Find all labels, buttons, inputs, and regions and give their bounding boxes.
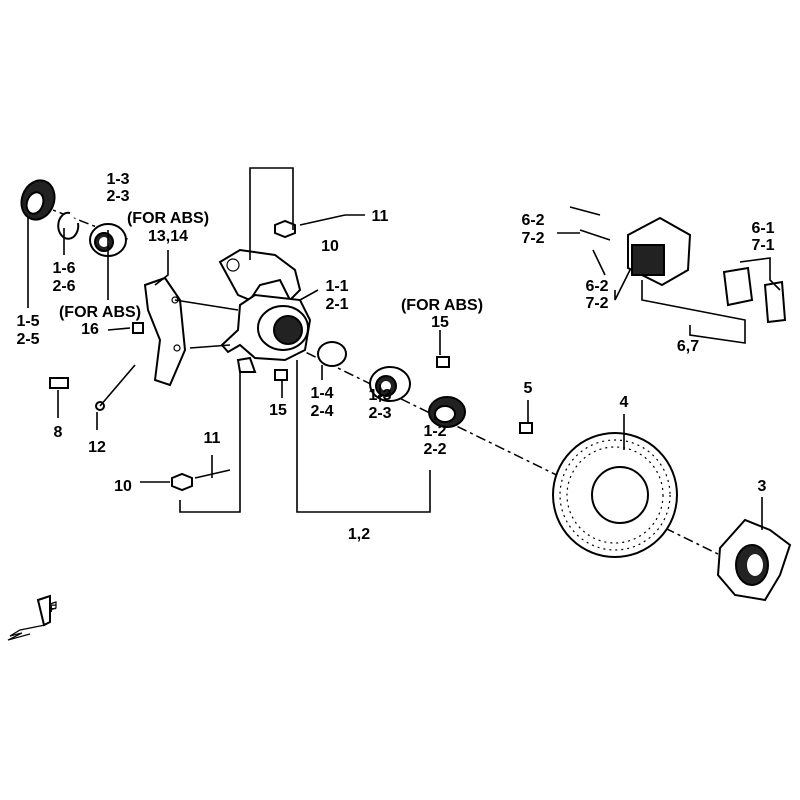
wheel-hub <box>716 518 792 602</box>
front-direction-marker <box>7 594 57 641</box>
label-caliper-pin-a-2: 7-2 <box>521 230 544 247</box>
label-abs-bolt-note: (FOR ABS) <box>59 304 141 321</box>
label-abs-bracket-note: (FOR ABS) <box>127 210 209 227</box>
label-circlip-1: 1-6 <box>52 260 75 277</box>
label-bolt-8: 8 <box>54 424 63 441</box>
label-cotter-bottom: 11 <box>204 430 221 447</box>
oil-seal-left <box>20 179 56 221</box>
knuckle <box>218 248 312 373</box>
label-nut-top: 10 <box>321 238 339 255</box>
label-abs-bracket: 13,14 <box>148 228 188 245</box>
leader-lines <box>27 167 781 530</box>
brake-pads <box>722 266 787 324</box>
label-bearing-left-1: 1-3 <box>106 171 129 188</box>
label-caliper-pin-b-1: 6-2 <box>585 278 608 295</box>
nut-bottom <box>171 472 193 492</box>
label-abs-sensor-bolt: 15 <box>431 314 449 331</box>
label-seal-right-1: 1-2 <box>423 423 446 440</box>
label-hub: 3 <box>758 478 767 495</box>
label-bolt-15: 15 <box>269 402 287 419</box>
label-seal-left-1: 1-5 <box>16 313 39 330</box>
label-bearing-left-2: 2-3 <box>106 188 129 205</box>
label-knuckle-1: 1-1 <box>325 278 348 295</box>
label-bearing-right-2: 2-3 <box>368 405 391 422</box>
label-brake-pads-1: 6-1 <box>751 220 774 237</box>
label-brake-pads-2: 7-1 <box>751 237 774 254</box>
bolt-8 <box>49 377 69 389</box>
bolt-15-left <box>274 369 288 381</box>
spacer <box>317 341 347 367</box>
oil-seal-right <box>428 396 466 428</box>
label-caliper-pin-b-2: 7-2 <box>585 295 608 312</box>
label-circlip-2: 2-6 <box>52 278 75 295</box>
abs-sensor-bracket <box>143 276 187 387</box>
label-knuckle-2: 2-1 <box>325 296 348 313</box>
bolt-5 <box>519 422 533 434</box>
label-caliper: 6,7 <box>677 338 699 355</box>
bolt-15-abs <box>436 356 450 368</box>
label-assembly: 1,2 <box>348 526 370 543</box>
circlip <box>57 211 80 240</box>
label-caliper-pin-a-1: 6-2 <box>521 212 544 229</box>
callout-labels: 1-5 2-5 1-6 2-6 1-3 2-3 (FOR ABS) 13,14 … <box>16 171 774 615</box>
label-seal-right-2: 2-2 <box>423 441 446 458</box>
label-abs-bolt: 16 <box>81 321 99 338</box>
nut-top <box>274 219 296 239</box>
label-abs-sensor-bolt-note: (FOR ABS) <box>401 297 483 314</box>
label-seal-left-2: 2-5 <box>16 331 39 348</box>
brake-disc <box>552 432 678 558</box>
front-marker-letter: F <box>50 603 57 615</box>
label-washer-12: 12 <box>88 439 106 456</box>
label-spacer-1: 1-4 <box>310 385 333 402</box>
label-nut-bottom: 10 <box>114 478 132 495</box>
brake-caliper <box>627 216 692 287</box>
bolt-16 <box>132 322 144 334</box>
label-disc-bolt: 5 <box>524 380 533 397</box>
label-bearing-right-1: 1-3 <box>368 387 391 404</box>
label-cotter-top: 11 <box>372 208 389 225</box>
label-disc: 4 <box>620 394 629 411</box>
label-spacer-2: 2-4 <box>310 403 333 420</box>
